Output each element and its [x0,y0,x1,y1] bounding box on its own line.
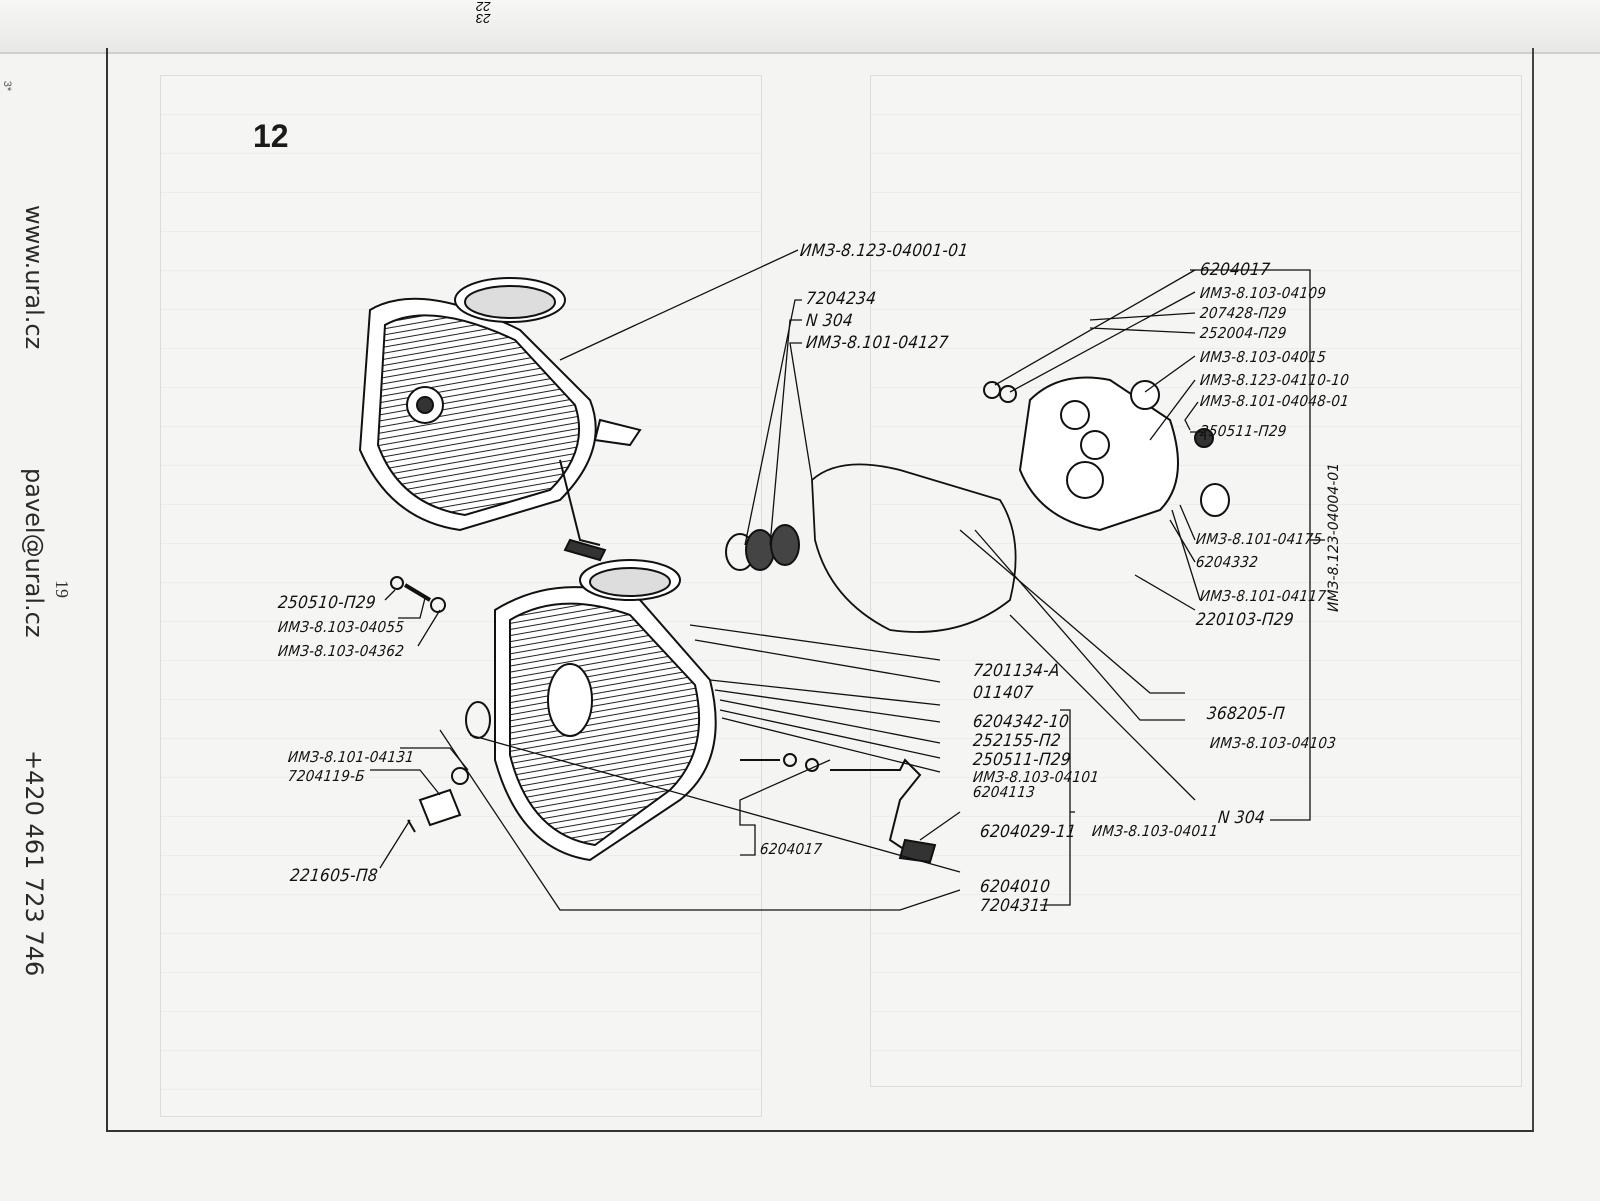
left-cover-parts [407,701,491,833]
part-label-right-8: 250511-П29 [1199,422,1288,440]
part-label-right-12: 220103-П29 [1194,610,1295,630]
right-cover [983,376,1230,532]
part-label-pin-2: ИМЗ-8.103-04103 [1209,734,1338,752]
part-label-center-3: 6204342-10 [971,712,1071,732]
part-label-center-2: 011407 [971,683,1035,703]
part-label-right-2: ИМЗ-8.103-04109 [1199,284,1328,302]
part-label-right-11: ИМЗ-8.101-04117 [1199,587,1328,605]
part-label-housing: ИМЗ-8.123-04001-01 [798,241,970,261]
part-label-center-5: 250511-П29 [971,750,1072,770]
part-label-center-4: 252155-П2 [971,731,1062,751]
bearings [725,524,800,571]
part-label-cover-1: ИМЗ-8.101-04131 [287,748,416,766]
part-label-center-8: 6204029-11 [978,822,1078,842]
part-label-kickstart-assembly: ИМЗ-8.103-04011 [1091,822,1220,840]
part-label-right-9: ИМЗ-8.101-04175 [1195,530,1324,548]
part-label-right-6: ИМЗ-8.123-04110-10 [1199,371,1351,389]
part-label-right-assembly: ИМЗ-8.123-04004-01 [1326,462,1342,612]
lower-gearbox-housing [494,559,717,862]
previous-page-edge [0,0,1600,54]
part-label-right-3: 207428-П29 [1199,304,1288,322]
part-label-right-4: 252004-П29 [1199,324,1288,342]
part-label-left-1: 250510-П29 [276,593,377,613]
part-label-bearing-2: N 304 [804,311,855,331]
part-label-pin-3: N 304 [1216,808,1267,828]
part-label-center-9: 6204010 [978,877,1052,897]
part-label-left-3: ИМЗ-8.103-04362 [277,642,406,660]
part-label-bearing-1: 7204234 [804,289,878,309]
part-label-center-7: 6204113 [972,783,1037,801]
part-label-right-5: ИМЗ-8.103-04015 [1199,348,1328,366]
part-label-right-10: 6204332 [1195,553,1260,571]
part-label-bearing-3: ИМЗ-8.101-04127 [804,333,950,353]
upper-gearbox-housing [358,277,642,562]
part-label-center-1: 7201134-А [971,661,1061,681]
part-label-shaft: 6204017 [759,840,824,858]
part-label-cover-2: 7204119-Б [287,767,366,785]
part-label-left-2: ИМЗ-8.103-04055 [277,618,406,636]
part-label-right-7: ИМЗ-8.101-04048-01 [1199,392,1351,410]
figure-number: 12 [253,118,289,154]
part-label-center-10: 7204311 [978,896,1052,916]
bleed-through-table-right [870,75,1522,1087]
part-label-pin-1: 368205-П [1205,704,1286,724]
part-label-cover-3: 221605-П8 [288,866,379,886]
page-frame [106,48,1534,1132]
part-label-right-1: 6204017 [1198,260,1272,280]
gasket [811,463,1017,633]
